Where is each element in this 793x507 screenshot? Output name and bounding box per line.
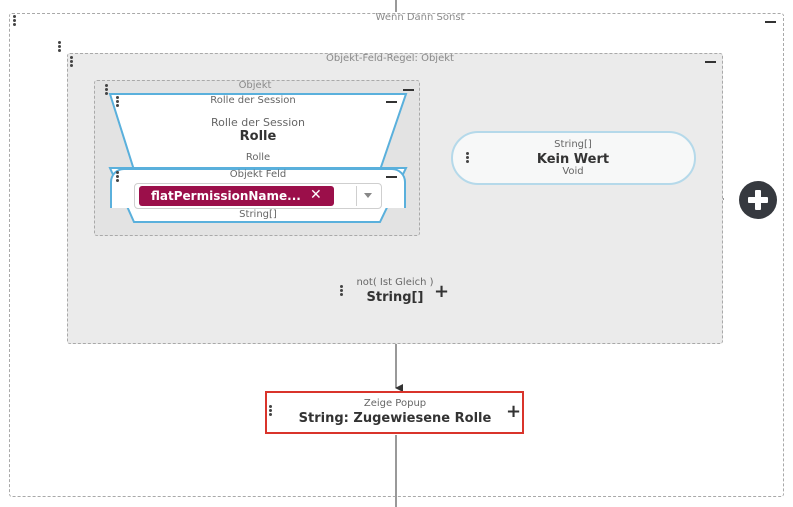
rule-group-title: Objekt-Feld-Regel: Objekt (326, 53, 454, 64)
minus-icon[interactable] (386, 101, 397, 103)
drag-handle-icon[interactable] (116, 96, 120, 108)
field-chip-label: flatPermissionName... (151, 189, 301, 203)
drag-handle-icon[interactable] (105, 84, 109, 96)
popup-node-value: String: Zugewiesene Rolle (298, 411, 492, 426)
session-node-output-type: Rolle (245, 152, 271, 163)
drag-handle-icon[interactable] (466, 152, 470, 164)
field-node-output-type: String[] (239, 209, 277, 220)
chevron-down-icon[interactable] (364, 193, 372, 198)
field-node-header: Objekt Feld (229, 169, 287, 180)
drag-handle-icon[interactable] (269, 405, 273, 417)
plus-icon[interactable]: + (434, 281, 450, 302)
outer-group (9, 13, 784, 497)
popup-node[interactable] (265, 391, 524, 434)
close-icon[interactable]: ✕ (310, 187, 322, 203)
select-divider (356, 186, 357, 206)
outer-group-title: Wenn Dann Sonst (375, 12, 465, 23)
empty-node-return-type: Void (562, 166, 584, 177)
minus-icon[interactable] (765, 21, 776, 23)
plus-icon[interactable]: + (506, 401, 522, 422)
object-group-title: Objekt (238, 80, 272, 91)
drag-handle-icon[interactable] (70, 56, 74, 68)
compare-node-type: String[] (366, 290, 424, 305)
drag-handle-icon[interactable] (340, 285, 344, 297)
minus-icon[interactable] (705, 61, 716, 63)
minus-icon[interactable] (403, 89, 414, 91)
add-circle-icon[interactable] (739, 181, 777, 219)
minus-icon[interactable] (386, 176, 397, 178)
popup-node-label: Zeige Popup (363, 398, 427, 409)
session-node-subtitle: Rolle der Session (211, 116, 305, 129)
empty-node-type-label: String[] (554, 139, 592, 150)
compare-node-label: not( Ist Gleich ) (356, 277, 434, 288)
session-node-value: Rolle (239, 129, 277, 144)
empty-value-node[interactable] (451, 131, 696, 185)
empty-node-value: Kein Wert (536, 152, 610, 167)
drag-handle-icon[interactable] (116, 171, 120, 183)
drag-handle-icon[interactable] (13, 15, 17, 27)
drag-handle-icon[interactable] (58, 41, 62, 53)
add-circle-bar-v (755, 190, 761, 210)
field-chip[interactable]: flatPermissionName... (139, 186, 334, 206)
session-node-header: Rolle der Session (210, 95, 296, 106)
